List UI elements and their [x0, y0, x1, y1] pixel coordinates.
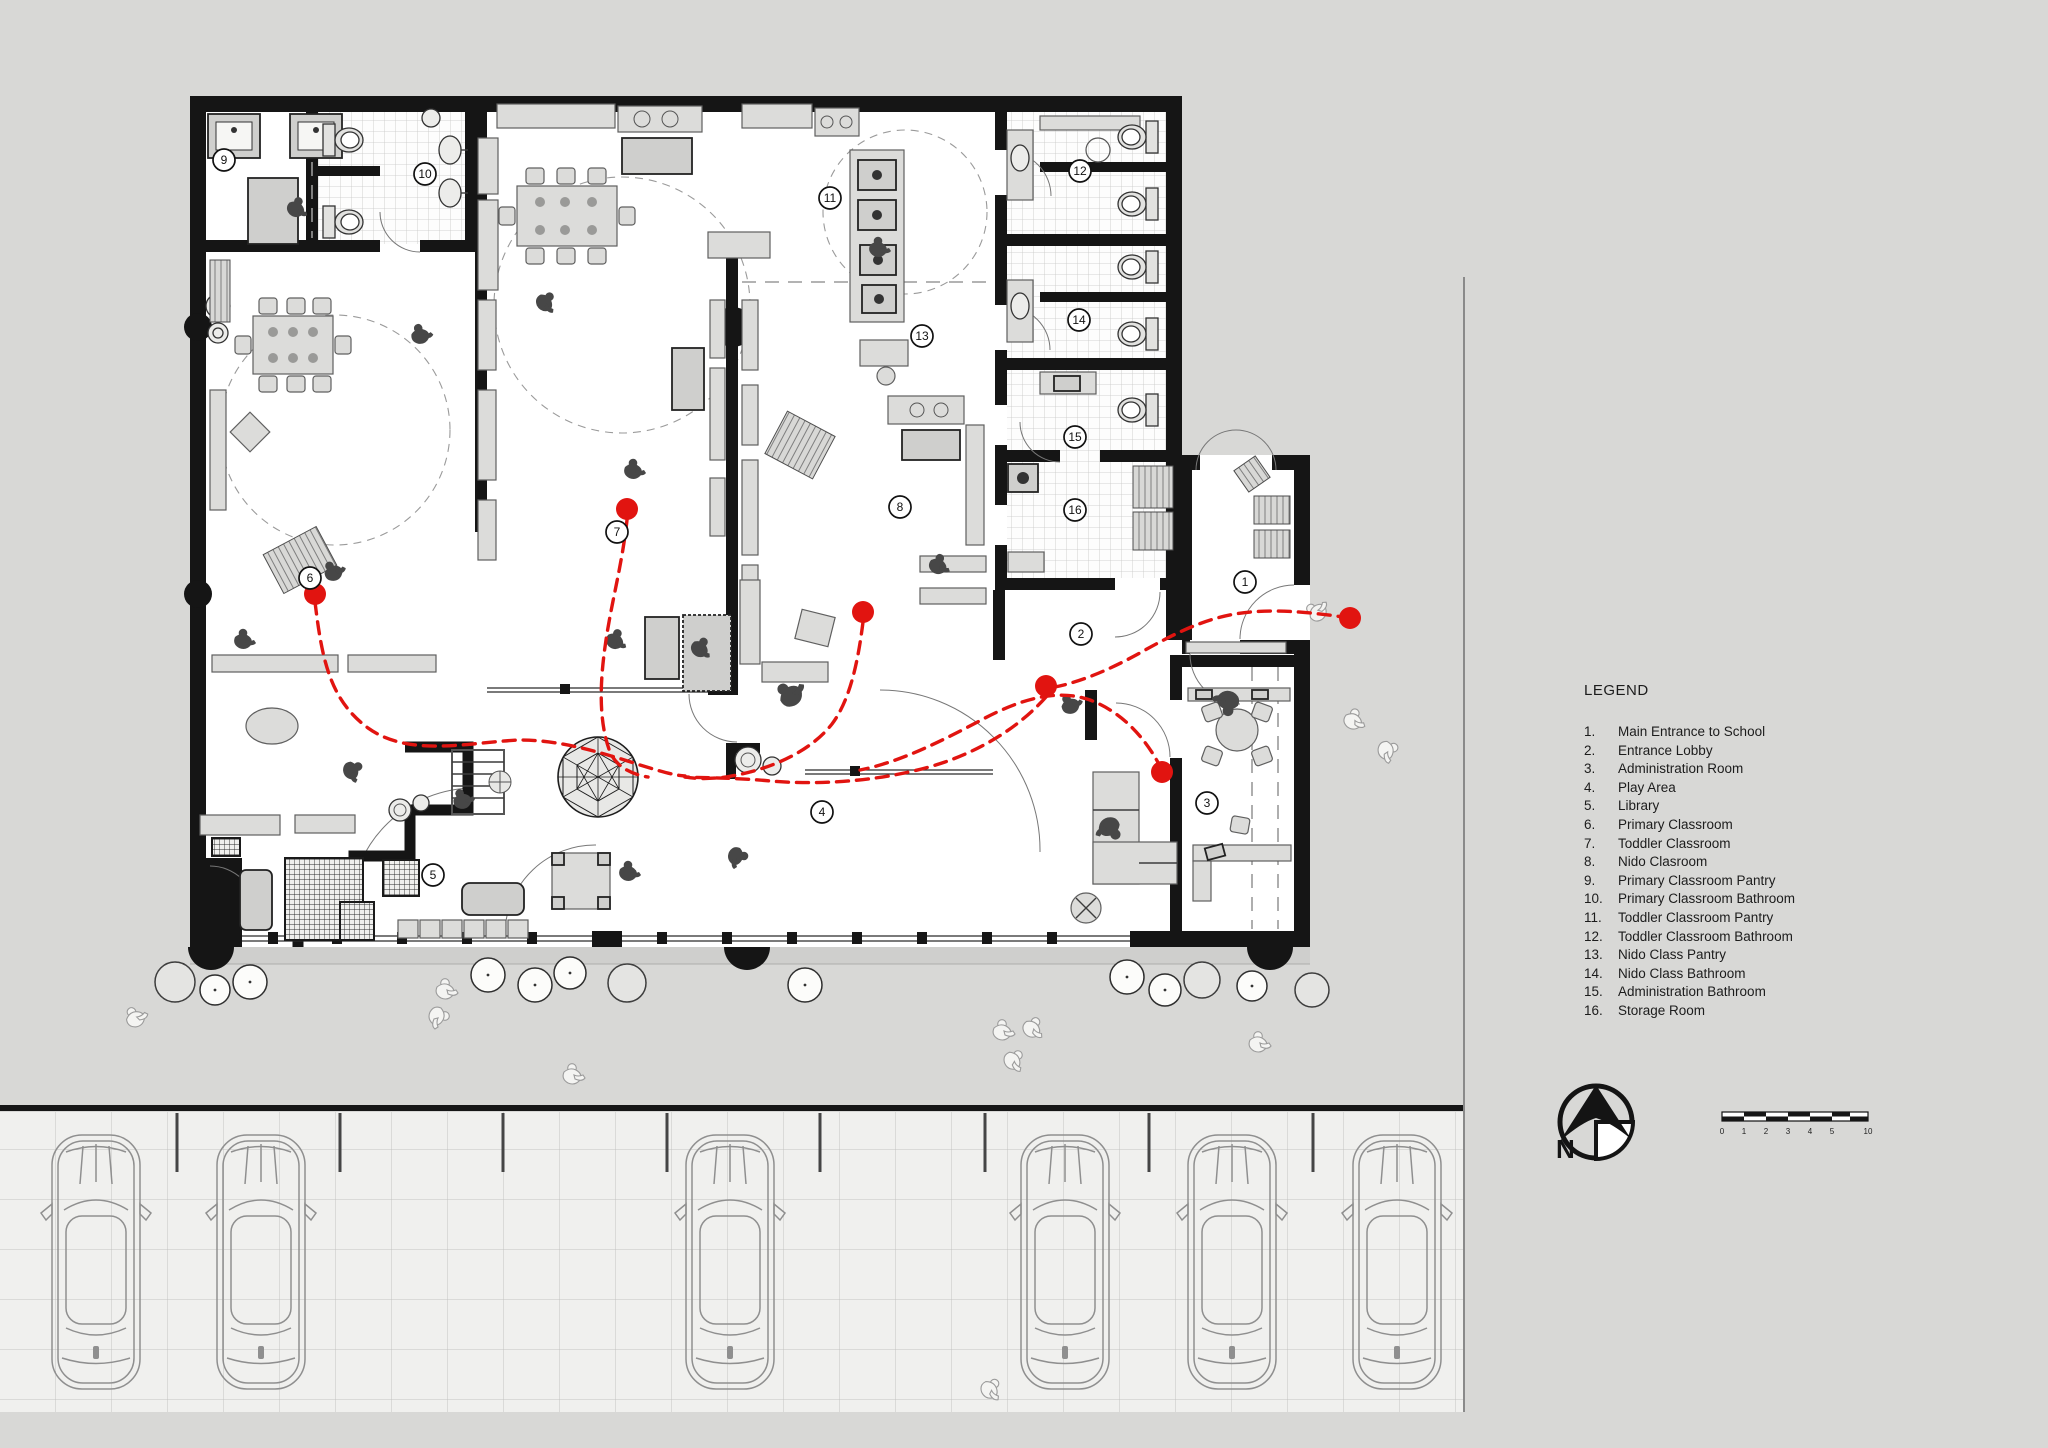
room-badge: 11 [818, 186, 842, 210]
svg-text:14: 14 [1072, 313, 1086, 327]
svg-text:6: 6 [307, 571, 314, 585]
room-badge: 5 [421, 863, 445, 887]
svg-text:3: 3 [1204, 796, 1211, 810]
svg-text:8: 8 [897, 500, 904, 514]
svg-text:16: 16 [1068, 503, 1082, 517]
legend-item: 5.Library [1584, 798, 1660, 814]
legend-item: 3.Administration Room [1584, 761, 1744, 777]
legend-item: 14.Nido Class Bathroom [1584, 965, 1746, 981]
svg-text:11: 11 [824, 191, 837, 205]
room-badge: 13 [910, 324, 934, 348]
north-label: N [1556, 1134, 1575, 1164]
room-badge: 4 [810, 800, 834, 824]
legend-item: 2.Entrance Lobby [1584, 742, 1713, 758]
legend-title: LEGEND [1584, 682, 1649, 699]
svg-text:1: 1 [1242, 575, 1249, 589]
room-badge: 16 [1063, 498, 1087, 522]
room-badge: 1 [1233, 570, 1257, 594]
room-badge: 14 [1067, 308, 1091, 332]
legend-item: 8.Nido Clasroom [1584, 854, 1708, 870]
svg-text:15: 15 [1068, 430, 1082, 444]
svg-text:2: 2 [1078, 627, 1085, 641]
svg-text:5: 5 [430, 868, 437, 882]
legend-item: 1.Main Entrance to School [1584, 724, 1766, 739]
svg-text:4: 4 [819, 805, 826, 819]
site-trees [154, 948, 1330, 1037]
svg-text:2: 2 [1764, 1127, 1769, 1136]
svg-text:10: 10 [1864, 1127, 1873, 1136]
svg-text:13: 13 [915, 329, 929, 343]
svg-text:9: 9 [221, 153, 228, 167]
svg-text:3: 3 [1786, 1127, 1791, 1136]
legend-item: 9.Primary Classroom Pantry [1584, 872, 1776, 888]
circulation-paths [304, 498, 1361, 785]
legend-item: 7.Toddler Classroom [1584, 835, 1731, 851]
svg-text:12: 12 [1073, 164, 1087, 178]
room-badge: 3 [1195, 791, 1219, 815]
legend-item: 13.Nido Class Pantry [1584, 947, 1727, 963]
room-badges: 1 2 3 4 5 6 7 8 9 10 11 12 13 14 15 16 [212, 148, 1257, 887]
svg-text:4: 4 [1808, 1127, 1813, 1136]
room-badge: 12 [1068, 159, 1092, 183]
room-badge: 15 [1063, 425, 1087, 449]
svg-text:10: 10 [418, 167, 432, 181]
room-badge: 8 [888, 495, 912, 519]
svg-text:1: 1 [1742, 1127, 1747, 1136]
svg-text:7: 7 [614, 525, 621, 539]
legend-item: 12.Toddler Classroom Bathroom [1584, 928, 1793, 944]
north-arrow-icon: N [1556, 1083, 1636, 1164]
svg-text:0: 0 [1720, 1127, 1725, 1136]
legend-item: 16.Storage Room [1584, 1002, 1706, 1018]
parking-stall-lines [175, 1113, 1315, 1172]
legend: LEGEND 1.Main Entrance to School 2.Entra… [1584, 682, 1914, 1021]
svg-text:5: 5 [1830, 1127, 1835, 1136]
room-badge: 10 [413, 162, 437, 186]
legend-item: 6.Primary Classroom [1584, 816, 1733, 832]
legend-item: 10.Primary Classroom Bathroom [1584, 891, 1796, 907]
furniture [199, 103, 1292, 941]
legend-item: 15.Administration Bathroom [1584, 984, 1766, 1000]
room-badge: 6 [298, 566, 322, 590]
room-badge: 2 [1069, 622, 1093, 646]
legend-item: 4.Play Area [1584, 779, 1676, 795]
scale-bar: 0 1 2 3 4 5 10 [1720, 1111, 1873, 1136]
room-badge: 9 [212, 148, 236, 172]
parking-lot [0, 277, 1465, 1412]
legend-item: 11.Toddler Classroom Pantry [1584, 909, 1774, 925]
climbing-frame [451, 749, 512, 815]
room-badge: 7 [605, 520, 629, 544]
